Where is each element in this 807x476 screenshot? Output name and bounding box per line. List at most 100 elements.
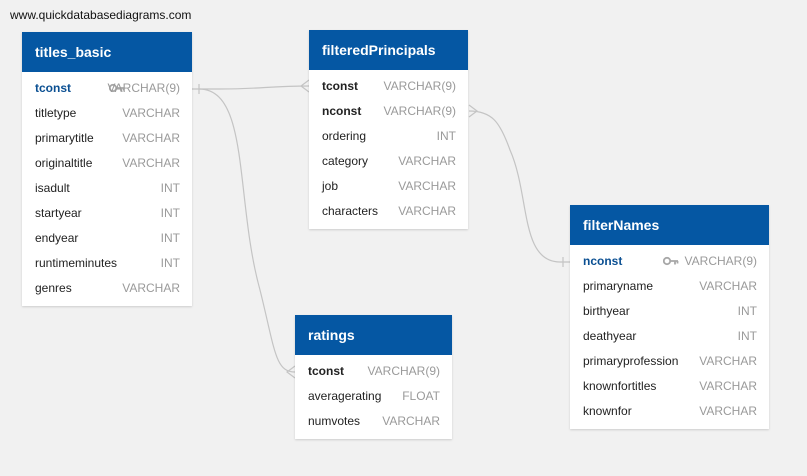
field-name: nconst <box>583 254 623 268</box>
field-name: primaryname <box>583 279 654 293</box>
field-name: birthyear <box>583 304 630 318</box>
field-row[interactable]: runtimeminutes INT <box>22 251 192 276</box>
field-row[interactable]: primaryprofession VARCHAR <box>570 349 769 374</box>
field-row[interactable]: primaryname VARCHAR <box>570 274 769 299</box>
relation-line-names-principals <box>468 110 570 263</box>
field-type: VARCHAR <box>699 354 757 368</box>
field-name: knownfor <box>583 404 632 418</box>
table-title: titles_basic <box>35 44 112 60</box>
field-name: titletype <box>35 106 77 120</box>
field-row[interactable]: endyear INT <box>22 226 192 251</box>
field-row[interactable]: tconst VARCHAR(9) <box>309 74 468 99</box>
field-row[interactable]: knownfor VARCHAR <box>570 399 769 424</box>
field-type: VARCHAR <box>699 404 757 418</box>
primary-key-icon <box>109 83 125 93</box>
table-title: ratings <box>308 327 355 343</box>
primary-key-icon <box>663 256 679 266</box>
field-name: knownfortitles <box>583 379 657 393</box>
field-name: ordering <box>322 129 367 143</box>
field-type: INT <box>160 206 180 220</box>
table-title: filterNames <box>583 217 660 233</box>
field-row[interactable]: titletype VARCHAR <box>22 101 192 126</box>
field-name: averagerating <box>308 389 382 403</box>
field-row[interactable]: startyear INT <box>22 201 192 226</box>
field-row[interactable]: job VARCHAR <box>309 174 468 199</box>
field-type: VARCHAR <box>398 154 456 168</box>
field-name: nconst <box>322 104 362 118</box>
field-type: VARCHAR <box>122 131 180 145</box>
field-name: category <box>322 154 369 168</box>
field-type: VARCHAR <box>398 179 456 193</box>
many-marker <box>468 104 478 118</box>
field-type: VARCHAR(9) <box>383 104 456 118</box>
field-row[interactable]: numvotes VARCHAR <box>295 409 452 434</box>
field-type: FLOAT <box>402 389 440 403</box>
field-type: INT <box>737 304 757 318</box>
field-type: INT <box>160 231 180 245</box>
field-name: tconst <box>308 364 344 378</box>
field-name: primarytitle <box>35 131 94 145</box>
field-type: VARCHAR <box>699 379 757 393</box>
field-row[interactable]: knownfortitles VARCHAR <box>570 374 769 399</box>
field-row[interactable]: tconst VARCHAR(9) <box>295 359 452 384</box>
field-row[interactable]: category VARCHAR <box>309 149 468 174</box>
relation-line-titles-ratings <box>198 88 296 373</box>
field-type: VARCHAR <box>122 281 180 295</box>
table-ratings[interactable]: ratings tconst VARCHAR(9) averagerating FLO… <box>295 315 452 439</box>
field-row[interactable]: ordering INT <box>309 124 468 149</box>
field-row[interactable]: averagerating FLOAT <box>295 384 452 409</box>
field-type: INT <box>160 181 180 195</box>
field-name: characters <box>322 204 379 218</box>
field-name: startyear <box>35 206 82 220</box>
field-type: INT <box>160 256 180 270</box>
field-type: VARCHAR(9) <box>383 79 456 93</box>
field-name: tconst <box>322 79 358 93</box>
field-row[interactable]: tconst VARCHAR(9) <box>22 76 192 101</box>
field-type: VARCHAR <box>699 279 757 293</box>
field-type: VARCHAR <box>398 204 456 218</box>
field-row[interactable]: genres VARCHAR <box>22 276 192 301</box>
field-name: originaltitle <box>35 156 93 170</box>
table-header[interactable]: titles_basic <box>22 32 192 72</box>
table-header[interactable]: filterNames <box>570 205 769 245</box>
field-name: tconst <box>35 81 71 95</box>
field-name: primaryprofession <box>583 354 679 368</box>
field-name: isadult <box>35 181 70 195</box>
field-row[interactable]: nconst VARCHAR(9) <box>309 99 468 124</box>
field-type: VARCHAR(9) <box>367 364 440 378</box>
field-type: VARCHAR(9) <box>107 81 180 95</box>
field-type: VARCHAR <box>382 414 440 428</box>
field-name: runtimeminutes <box>35 256 118 270</box>
field-row[interactable]: isadult INT <box>22 176 192 201</box>
field-row[interactable]: birthyear INT <box>570 299 769 324</box>
field-type: VARCHAR <box>122 106 180 120</box>
field-name: numvotes <box>308 414 361 428</box>
table-header[interactable]: ratings <box>295 315 452 355</box>
table-fields: tconst VARCHAR(9) averagerating FLOAT numvot… <box>295 355 452 439</box>
field-name: endyear <box>35 231 79 245</box>
field-name: genres <box>35 281 72 295</box>
field-name: deathyear <box>583 329 637 343</box>
table-title: filteredPrincipals <box>322 42 436 58</box>
field-row[interactable]: deathyear INT <box>570 324 769 349</box>
table-header[interactable]: filteredPrincipals <box>309 30 468 70</box>
field-type: INT <box>737 329 757 343</box>
field-row[interactable]: primarytitle VARCHAR <box>22 126 192 151</box>
field-type: INT <box>436 129 456 143</box>
many-marker <box>286 365 296 379</box>
field-row[interactable]: originaltitle VARCHAR <box>22 151 192 176</box>
field-row[interactable]: characters VARCHAR <box>309 199 468 224</box>
field-name: job <box>322 179 339 193</box>
field-type: VARCHAR <box>122 156 180 170</box>
field-row[interactable]: nconst VARCHAR(9) <box>570 249 769 274</box>
many-marker <box>300 79 310 93</box>
field-type: VARCHAR(9) <box>684 254 757 268</box>
site-brand[interactable]: www.quickdatabasediagrams.com <box>10 8 192 22</box>
